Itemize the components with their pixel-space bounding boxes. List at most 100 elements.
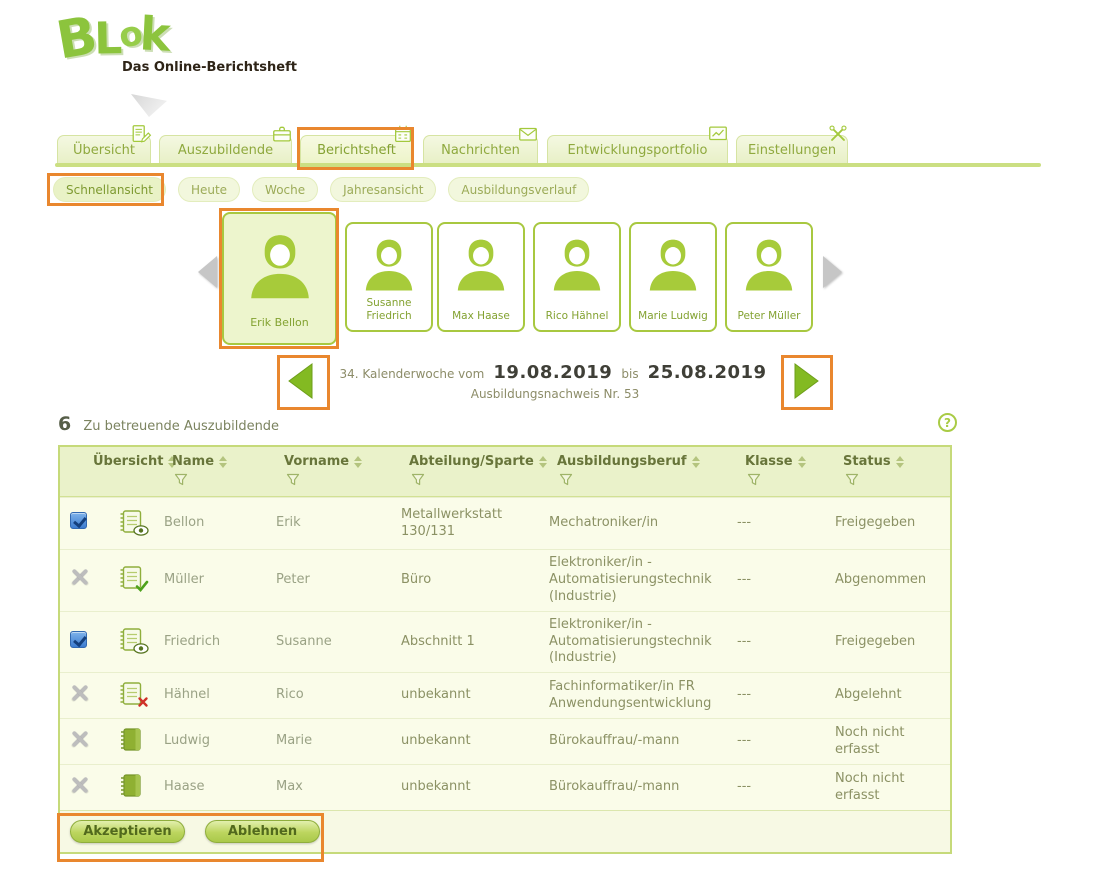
- trainee-card[interactable]: Rico Hähnel: [533, 222, 621, 332]
- red-x-icon: [137, 696, 149, 708]
- tab-auszubildende[interactable]: Auszubildende: [159, 135, 292, 164]
- left-arrow-icon: [288, 363, 313, 399]
- prev-week-button[interactable]: [286, 361, 314, 404]
- report-view-icon[interactable]: [118, 508, 144, 534]
- trainee-card[interactable]: Susanne Friedrich: [345, 222, 433, 332]
- week-separator: bis: [621, 367, 639, 381]
- sort-arrows-icon[interactable]: [797, 455, 806, 468]
- cell-vorname: Susanne: [276, 633, 332, 649]
- trainee-card-selected[interactable]: Erik Bellon: [222, 212, 337, 345]
- week-prefix: 34. Kalenderwoche vom: [339, 367, 485, 381]
- cell-abteilung: unbekannt: [401, 687, 471, 703]
- sort-arrows-icon[interactable]: [168, 455, 177, 468]
- table-row: Hähnel Rico unbekannt Fachinformatiker/i…: [60, 672, 950, 719]
- carousel-prev-icon[interactable]: [198, 256, 217, 288]
- trainee-card[interactable]: Peter Müller: [725, 222, 813, 332]
- filter-icon[interactable]: [411, 473, 425, 486]
- subtab-ausbildungsverlauf[interactable]: Ausbildungsverlauf: [448, 177, 590, 202]
- trainee-card[interactable]: Marie Ludwig: [629, 222, 717, 332]
- filter-icon[interactable]: [747, 473, 761, 486]
- cell-status: Abgenommen: [835, 571, 927, 587]
- notebook-icon[interactable]: [118, 726, 144, 752]
- column-header-uebersicht[interactable]: Übersicht: [60, 454, 177, 491]
- table-row: Müller Peter Büro Elektroniker/in - Auto…: [60, 549, 950, 611]
- tab-einstellungen[interactable]: Einstellungen: [736, 135, 848, 164]
- sort-arrows-icon[interactable]: [354, 455, 363, 468]
- next-week-button[interactable]: [793, 361, 821, 404]
- accept-button[interactable]: Akzeptieren: [70, 820, 185, 844]
- column-header-status[interactable]: Status: [835, 454, 950, 491]
- cell-abteilung: unbekannt: [401, 733, 471, 749]
- trainee-name: Rico Hähnel: [545, 309, 609, 322]
- column-label: Name: [172, 454, 215, 469]
- row-checkbox-checked[interactable]: [70, 512, 87, 530]
- cell-klasse: ---: [737, 779, 752, 795]
- tab-uebersicht[interactable]: Übersicht: [57, 135, 151, 164]
- cell-abteilung: unbekannt: [401, 779, 471, 795]
- filter-icon[interactable]: [286, 473, 300, 486]
- tab-label: Entwicklungsportfolio: [567, 142, 708, 158]
- column-header-klasse[interactable]: Klasse: [737, 454, 835, 491]
- filter-icon[interactable]: [845, 473, 859, 486]
- notebook-solid-icon: [118, 772, 144, 798]
- help-icon[interactable]: ?: [938, 413, 957, 432]
- filter-icon[interactable]: [174, 473, 188, 486]
- mail-icon: [517, 123, 539, 145]
- week-end-date: 25.08.2019: [647, 362, 767, 383]
- table-header: Übersicht Name Vorname: [60, 447, 950, 497]
- subtab-label: Heute: [190, 182, 228, 197]
- sort-arrows-icon[interactable]: [538, 455, 547, 468]
- trainee-name: Erik Bellon: [250, 316, 309, 330]
- reject-button[interactable]: Ablehnen: [205, 820, 320, 844]
- sort-arrows-icon[interactable]: [219, 455, 228, 468]
- cell-abteilung: Metallwerkstatt 130/131: [401, 506, 503, 539]
- notebook-icon[interactable]: [118, 772, 144, 798]
- column-label: Ausbildungsberuf: [557, 454, 687, 469]
- cell-status: Noch nicht erfasst: [835, 770, 905, 803]
- cell-beruf: Elektroniker/in - Automatisierungstechni…: [549, 555, 712, 604]
- report-number: Ausbildungsnachweis Nr. 53: [470, 387, 640, 401]
- cell-name: Hähnel: [164, 687, 210, 703]
- cell-beruf: Bürokauffrau/-mann: [549, 733, 680, 749]
- trainee-card[interactable]: Max Haase: [437, 222, 525, 332]
- column-label: Status: [843, 454, 891, 469]
- report-view-icon[interactable]: [118, 626, 144, 652]
- subtab-schnellansicht[interactable]: Schnellansicht: [53, 177, 166, 202]
- column-header-vorname[interactable]: Vorname: [276, 454, 401, 491]
- cell-klasse: ---: [737, 571, 752, 587]
- avatar-icon: [548, 234, 606, 292]
- column-header-abteilung[interactable]: Abteilung/Sparte: [401, 454, 549, 491]
- carousel-next-icon[interactable]: [823, 256, 842, 288]
- tab-berichtsheft[interactable]: Berichtsheft: [300, 135, 413, 164]
- logo-letter: k: [138, 6, 173, 62]
- sort-arrows-icon[interactable]: [895, 455, 904, 468]
- tab-nachrichten[interactable]: Nachrichten: [423, 135, 538, 164]
- filter-icon[interactable]: [559, 473, 573, 486]
- table-footer: Akzeptieren Ablehnen: [60, 810, 950, 853]
- cell-klasse: ---: [737, 687, 752, 703]
- tab-entwicklungsportfolio[interactable]: Entwicklungsportfolio: [547, 135, 728, 164]
- cell-name: Müller: [164, 571, 205, 587]
- row-disabled-x-icon: [70, 684, 88, 702]
- eye-icon: [133, 525, 149, 536]
- subtab-heute[interactable]: Heute: [177, 177, 241, 202]
- report-accepted-icon[interactable]: [118, 564, 144, 590]
- cell-klasse: ---: [737, 733, 752, 749]
- tab-label: Auszubildende: [177, 142, 274, 158]
- subtab-jahresansicht[interactable]: Jahresansicht: [330, 177, 437, 202]
- sort-arrows-icon[interactable]: [691, 455, 700, 468]
- trainee-name: Peter Müller: [737, 309, 801, 322]
- column-label: Übersicht: [93, 454, 164, 469]
- row-checkbox-checked[interactable]: [70, 630, 87, 648]
- cell-name: Friedrich: [164, 633, 221, 649]
- cell-vorname: Marie: [276, 733, 313, 749]
- report-rejected-icon[interactable]: [118, 680, 144, 706]
- trainee-count: 6: [58, 413, 72, 435]
- column-label: Abteilung/Sparte: [409, 454, 534, 469]
- column-header-ausbildungsberuf[interactable]: Ausbildungsberuf: [549, 454, 737, 491]
- summary: 6 Zu betreuende Auszubildende: [58, 413, 279, 435]
- trainee-name: Susanne Friedrich: [366, 296, 412, 322]
- column-header-name[interactable]: Name: [164, 454, 276, 491]
- cell-klasse: ---: [737, 515, 752, 531]
- subtab-woche[interactable]: Woche: [252, 177, 319, 202]
